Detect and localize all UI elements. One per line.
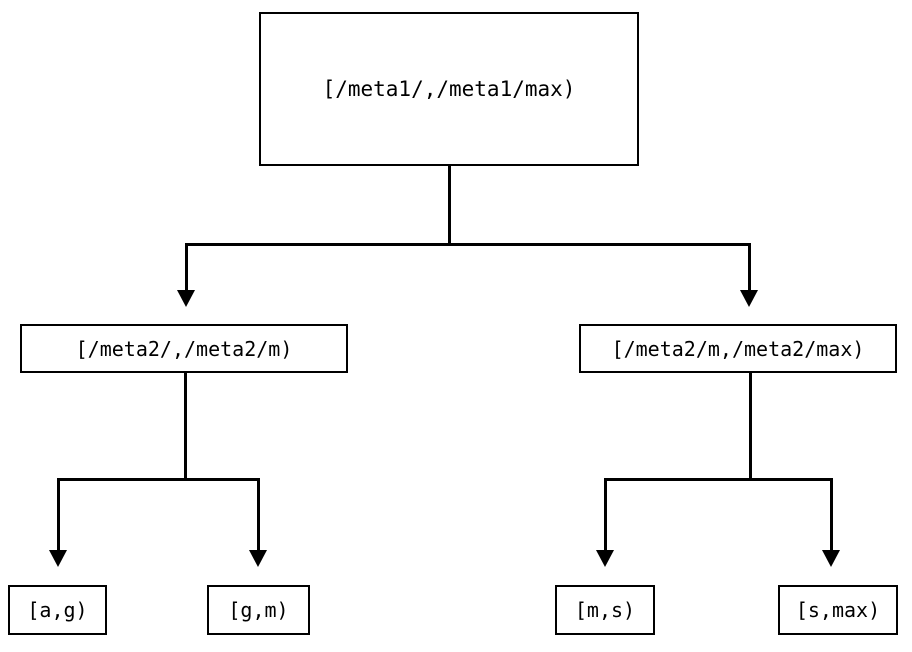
arrowhead-down-icon-meta2-lower [177,290,195,307]
tree-node-leaf-ag[interactable]: [a,g) [8,585,107,635]
edge-meta2-lower-to-leaf-ag [57,478,60,552]
arrowhead-down-icon-leaf-gm [249,550,267,567]
tree-node-meta2-upper[interactable]: [/meta2/m,/meta2/max) [579,324,897,373]
tree-node-leaf-ms[interactable]: [m,s) [555,585,655,635]
tree-node-leaf-ms-label: [m,s) [574,598,636,622]
arrowhead-down-icon-meta2-upper [740,290,758,307]
edge-root-horizontal-bus [185,243,751,246]
tree-node-meta2-lower[interactable]: [/meta2/,/meta2/m) [20,324,348,373]
edge-root-to-meta2-upper [748,243,751,292]
tree-node-leaf-gm[interactable]: [g,m) [207,585,310,635]
tree-node-meta2-upper-label: [/meta2/m,/meta2/max) [611,336,865,361]
edge-root-to-meta2-lower [185,243,188,292]
arrowhead-down-icon-leaf-smax [822,550,840,567]
tree-node-leaf-ag-label: [a,g) [27,598,88,622]
edge-meta2-lower-horizontal-bus [57,478,260,481]
edge-meta2-lower-to-leaf-gm [257,478,260,552]
edge-root-stem [448,166,451,246]
tree-node-root[interactable]: [/meta1/,/meta1/max) [259,12,639,166]
edge-meta2-upper-to-leaf-smax [830,478,833,552]
tree-node-root-label: [/meta1/,/meta1/max) [322,76,576,101]
tree-node-leaf-gm-label: [g,m) [228,598,289,622]
arrowhead-down-icon-leaf-ms [596,550,614,567]
tree-node-leaf-smax-label: [s,max) [795,598,881,622]
tree-node-meta2-lower-label: [/meta2/,/meta2/m) [75,336,293,361]
edge-meta2-upper-to-leaf-ms [604,478,607,552]
arrowhead-down-icon-leaf-ag [49,550,67,567]
edge-meta2-upper-stem [749,373,752,481]
tree-node-leaf-smax[interactable]: [s,max) [778,585,898,635]
edge-meta2-upper-horizontal-bus [604,478,833,481]
edge-meta2-lower-stem [184,373,187,481]
